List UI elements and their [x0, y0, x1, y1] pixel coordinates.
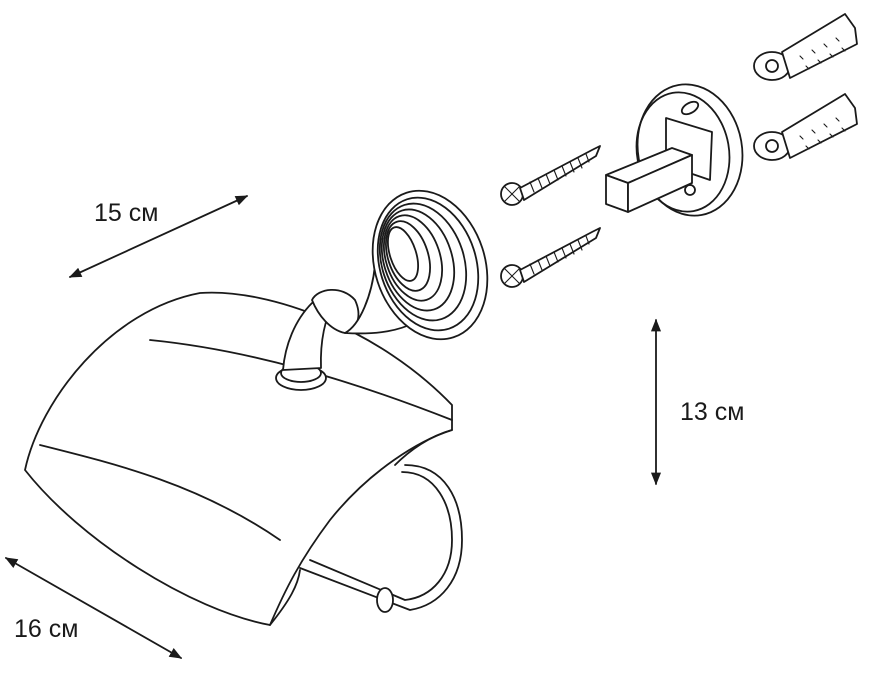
width-label: 15 см	[94, 199, 159, 227]
holder-cover	[24, 291, 453, 626]
height-label: 13 см	[680, 398, 745, 426]
depth-dimension-arrow	[4, 557, 183, 659]
depth-label: 16 см	[14, 615, 79, 643]
screw-upper	[500, 145, 601, 206]
wall-flange	[371, 189, 489, 341]
width-dimension-arrow	[68, 195, 249, 278]
screw-lower	[500, 227, 601, 288]
wall-plug-upper	[753, 13, 858, 81]
holder-arm	[299, 464, 463, 613]
mounting-plate	[605, 83, 744, 217]
wall-plug-lower	[753, 93, 858, 161]
